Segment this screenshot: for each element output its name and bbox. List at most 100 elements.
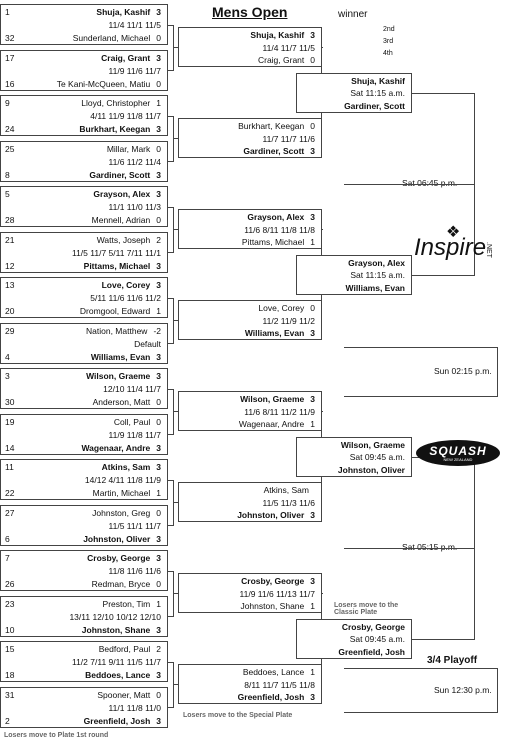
seed-number: 10	[5, 624, 15, 635]
game-scores: 11/5 11/3 11/6	[262, 497, 315, 508]
connector	[168, 479, 174, 481]
squash-subtitle: NEW ZEALAND	[443, 457, 473, 462]
seed-number: 13	[5, 280, 15, 290]
player-name: Craig, Grant	[257, 55, 305, 66]
match-score: 3	[156, 124, 161, 134]
connector	[173, 320, 178, 322]
match-score: 3	[156, 553, 161, 563]
seed-number: 19	[5, 416, 15, 427]
player-name: Williams, Evan	[244, 328, 305, 339]
player-name: Gardiner, Scott	[344, 100, 405, 111]
seed-number: 2	[5, 715, 10, 726]
seed-number: 27	[5, 507, 15, 518]
seed-number: 28	[5, 215, 15, 225]
match-score: 2	[156, 644, 161, 654]
round2-row-score: 11/6 8/11 11/2 11/9	[179, 406, 321, 419]
round3-row-top: Shuja, Kashif	[297, 75, 411, 88]
player-name: Johnston, Oliver	[237, 510, 305, 521]
place-3rd: 3rd	[383, 38, 394, 45]
connector	[412, 92, 474, 94]
squash-nz-logo: SQUASH NEW ZEALAND	[416, 440, 500, 466]
match-score: 3	[156, 624, 161, 635]
place-2nd: 2nd	[383, 26, 395, 33]
player-name: Shuja, Kashif	[351, 75, 405, 86]
player-name: Crosby, George	[87, 553, 151, 563]
connector	[474, 92, 475, 276]
game-scores: Default	[134, 338, 161, 349]
game-scores: 11/9 11/6 11/13 11/7	[239, 588, 315, 599]
player-name: Wilson, Graeme	[86, 371, 151, 381]
seed-number: 31	[5, 689, 15, 700]
player-name: Gardiner, Scott	[243, 146, 305, 157]
game-scores: 11/6 8/11 11/8 11/8	[244, 224, 315, 235]
round1-row-score: 11/1 11/0 11/3	[1, 201, 167, 214]
match-score: 0	[156, 78, 161, 89]
player-name: Johnston, Oliver	[337, 464, 405, 475]
player-name: Greenfield, Josh	[83, 715, 151, 726]
match-score: 3	[156, 7, 161, 17]
round3-row-bot: Williams, Evan	[297, 282, 411, 295]
match-score: 2	[156, 234, 161, 245]
match-score: 0	[156, 507, 161, 518]
connector	[173, 593, 178, 595]
connector	[344, 183, 474, 185]
final-time: Sun 02:15 p.m.	[434, 365, 492, 376]
seed-number: 5	[5, 189, 10, 199]
game-scores: 11/2 11/9 11/2	[262, 315, 315, 326]
seed-number: 30	[5, 397, 15, 407]
player-name: Sunderland, Michael	[72, 33, 151, 43]
seed-number: 16	[5, 78, 15, 89]
match-score: 3	[310, 212, 315, 223]
match-score: 1	[310, 667, 315, 678]
match-score: 3	[310, 328, 315, 339]
player-name: Te Kani-McQueen, Matiu	[56, 78, 151, 89]
player-name: Beddoes, Lance	[85, 670, 151, 680]
player-name: Wilson, Graeme	[340, 439, 405, 450]
match-score: 1	[156, 598, 161, 609]
match-time: Sat 09:45 a.m.	[349, 634, 405, 645]
game-scores: 8/11 11/7 11/5 11/8	[244, 679, 315, 690]
connector	[173, 138, 178, 140]
round3-row-time: Sat 11:15 a.m.	[297, 269, 411, 282]
semi-final-time-top: Sat 06:45 p.m.	[402, 177, 458, 188]
game-scores: 11/2 7/11 9/11 11/5 11/7	[71, 657, 161, 667]
round3-row-top: Crosby, George	[297, 621, 411, 634]
round1-row-bot: 10 Johnston, Shane 3	[1, 624, 167, 637]
match-score: 0	[156, 689, 161, 700]
player-name: Johnston, Shane	[81, 624, 151, 635]
round1-row-score: 11/8 11/6 11/6	[1, 565, 167, 578]
player-name: Grayson, Alex	[93, 189, 151, 199]
match-score: 3	[156, 169, 161, 180]
match-score: 3	[156, 442, 161, 453]
player-name: Coll, Paul	[113, 416, 151, 427]
player-name: Pittams, Michael	[83, 260, 151, 271]
connector	[173, 684, 178, 686]
playoff-title: 3/4 Playoff	[427, 655, 478, 666]
match-score: 0	[156, 579, 161, 589]
connector	[344, 668, 498, 669]
connector	[173, 229, 178, 231]
semi-final-time-bottom: Sat 05:15 p.m.	[402, 541, 458, 552]
connector	[168, 297, 174, 299]
player-name: Atkins, Sam	[263, 485, 309, 496]
seed-number: 22	[5, 488, 15, 498]
note-classic-plate: Losers move to the Classic Plate	[334, 602, 406, 616]
seed-number: 6	[5, 533, 10, 544]
game-scores: 11/6 8/11 11/2 11/9	[244, 406, 315, 417]
seed-number: 4	[5, 351, 10, 362]
